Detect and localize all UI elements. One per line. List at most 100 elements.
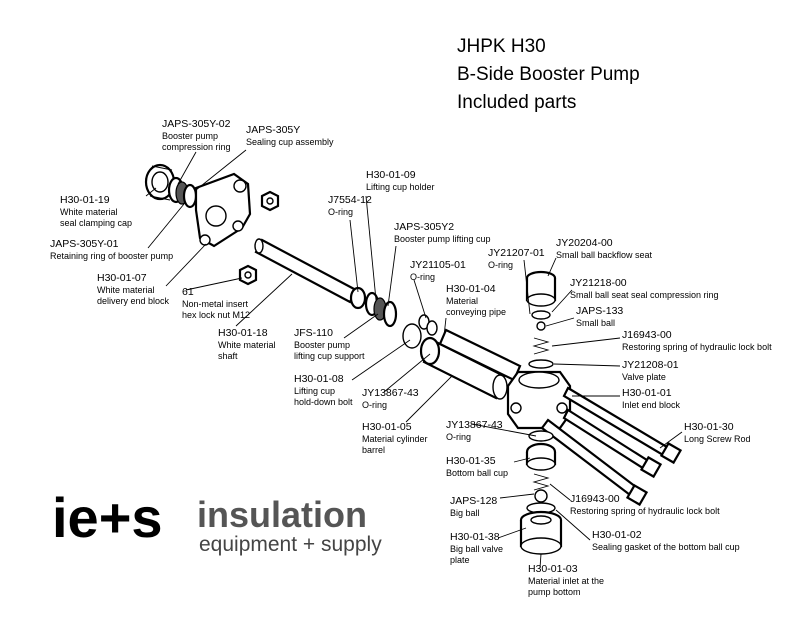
part-number: J7554-12 xyxy=(328,194,372,206)
part-number: JY13867-43 xyxy=(362,387,419,399)
label-h30-01-02: H30-01-02 Sealing gasket of the bottom b… xyxy=(592,529,740,552)
compression-rings-drawing xyxy=(167,176,198,209)
leader-h30-01-35 xyxy=(513,457,531,463)
part-number: JAPS-133 xyxy=(576,305,623,317)
leader-japs-305y-02 xyxy=(177,151,197,185)
leader-61 xyxy=(185,277,243,291)
part-description: O-ring xyxy=(362,400,387,410)
part-number: JAPS-128 xyxy=(450,495,497,507)
leader-japs-128 xyxy=(499,493,535,499)
label-japs-305y: JAPS-305Y Sealing cup assembly xyxy=(246,124,334,147)
part-description: Inlet end block xyxy=(622,400,681,410)
leader-h30-01-09 xyxy=(365,195,377,301)
white-material-shaft-drawing xyxy=(254,238,358,304)
leader-h30-01-04 xyxy=(443,317,447,337)
leader-jfs-110 xyxy=(343,313,379,339)
part-description: hex lock nut M12 xyxy=(182,310,250,320)
part-number: JY21208-01 xyxy=(622,359,679,371)
bottom-valve-stack-drawing xyxy=(519,430,563,555)
part-number: JY20204-00 xyxy=(556,237,613,249)
part-number: J16943-00 xyxy=(622,329,672,341)
leader-jy21207-01 xyxy=(523,259,531,315)
label-h30-01-08: H30-01-08 Lifting cup hold-down bolt xyxy=(294,373,353,407)
title-block: JHPK H30 B-Side Booster Pump Included pa… xyxy=(457,36,640,113)
part-number: H30-01-02 xyxy=(592,529,642,541)
part-number: H30-01-07 xyxy=(97,272,147,284)
part-number: H30-01-05 xyxy=(362,421,412,433)
part-description: pump bottom xyxy=(528,587,581,597)
part-description: Restoring spring of hydraulic lock bolt xyxy=(622,342,772,352)
label-japs-133: JAPS-133 Small ball xyxy=(576,305,623,328)
ies-insulation-logo: ie+s insulation equipment + supply xyxy=(52,486,382,556)
part-description: Non-metal insert xyxy=(182,299,249,309)
part-number: H30-01-08 xyxy=(294,373,344,385)
part-number: H30-01-03 xyxy=(528,563,578,575)
part-description: conveying pipe xyxy=(446,307,506,317)
part-description: seal clamping cap xyxy=(60,218,132,228)
label-japs-305y-01: JAPS-305Y-01 Retaining ring of booster p… xyxy=(50,238,173,261)
part-description: Retaining ring of booster pump xyxy=(50,251,173,261)
label-jy21218-00: JY21218-00 Small ball seat seal compress… xyxy=(570,277,719,300)
part-description: Valve plate xyxy=(622,372,666,382)
label-h30-01-30: H30-01-30 Long Screw Rod xyxy=(684,421,751,444)
label-h30-01-38: H30-01-38 Big ball valve plate xyxy=(450,531,503,565)
label-j16943-00-b: J16943-00 Restoring spring of hydraulic … xyxy=(570,493,720,516)
leader-h30-01-07 xyxy=(165,243,207,287)
hex-lock-nuts-drawing xyxy=(238,190,280,286)
leader-j7554-12 xyxy=(349,219,359,293)
leader-japs-305y2 xyxy=(387,245,397,307)
part-description: O-ring xyxy=(410,272,435,282)
leader-h30-01-19 xyxy=(145,187,157,197)
part-description: Booster pump xyxy=(294,340,350,350)
logo-tagline: equipment + supply xyxy=(199,533,382,556)
part-description: Small ball backflow seat xyxy=(556,250,653,260)
part-description: Restoring spring of hydraulic lock bolt xyxy=(570,506,720,516)
part-number: H30-01-04 xyxy=(446,283,496,295)
part-description: White material xyxy=(218,340,276,350)
label-h30-01-35: H30-01-35 Bottom ball cup xyxy=(446,455,508,478)
part-number: JFS-110 xyxy=(294,327,333,339)
part-number: JAPS-305Y2 xyxy=(394,221,454,233)
part-description: Booster pump xyxy=(162,131,218,141)
part-description: Sealing cup assembly xyxy=(246,137,334,147)
label-jy20204-00: JY20204-00 Small ball backflow seat xyxy=(556,237,653,260)
part-description: O-ring xyxy=(488,260,513,270)
part-number: JY21207-01 xyxy=(488,247,545,259)
part-description: barrel xyxy=(362,445,385,455)
leader-jy13867-43-b xyxy=(471,423,537,437)
part-description: White material xyxy=(60,207,118,217)
part-number: H30-01-38 xyxy=(450,531,500,543)
label-h30-01-09: H30-01-09 Lifting cup holder xyxy=(366,169,435,192)
top-valve-stack-drawing xyxy=(525,270,557,369)
part-number: J16943-00 xyxy=(570,493,620,505)
title-line-2: B-Side Booster Pump xyxy=(457,64,640,85)
label-h30-01-05: H30-01-05 Material cylinder barrel xyxy=(362,421,428,455)
part-description: lifting cup support xyxy=(294,351,365,361)
label-j16943-00-a: J16943-00 Restoring spring of hydraulic … xyxy=(622,329,772,352)
label-j7554-12: J7554-12 O-ring xyxy=(328,194,372,217)
leader-japs-133 xyxy=(545,317,575,327)
title-line-1: JHPK H30 xyxy=(457,36,546,57)
part-description: delivery end block xyxy=(97,296,170,306)
part-description: Small ball seat seal compression ring xyxy=(570,290,719,300)
material-cylinder-barrel-drawing xyxy=(419,328,522,400)
label-61: 61 Non-metal insert hex lock nut M12 xyxy=(182,286,250,320)
leader-japs-305y-01 xyxy=(147,203,185,249)
leader-j16943-00-b xyxy=(549,483,571,501)
part-description: Booster pump lifting cup xyxy=(394,234,491,244)
part-description: Sealing gasket of the bottom ball cup xyxy=(592,542,740,552)
part-description: Big ball xyxy=(450,508,480,518)
o-rings-small-drawing xyxy=(402,314,438,349)
part-description: Lifting cup holder xyxy=(366,182,435,192)
part-description: White material xyxy=(97,285,155,295)
part-labels: JAPS-305Y-02 Booster pump compression ri… xyxy=(50,118,772,597)
part-number: H30-01-19 xyxy=(60,194,110,206)
part-description: shaft xyxy=(218,351,238,361)
part-description: Material cylinder xyxy=(362,434,428,444)
part-number: H30-01-30 xyxy=(684,421,734,433)
part-number: JAPS-305Y xyxy=(246,124,300,136)
part-description: plate xyxy=(450,555,470,565)
part-number: H30-01-09 xyxy=(366,169,416,181)
label-jy13867-43-a: JY13867-43 O-ring xyxy=(362,387,419,410)
